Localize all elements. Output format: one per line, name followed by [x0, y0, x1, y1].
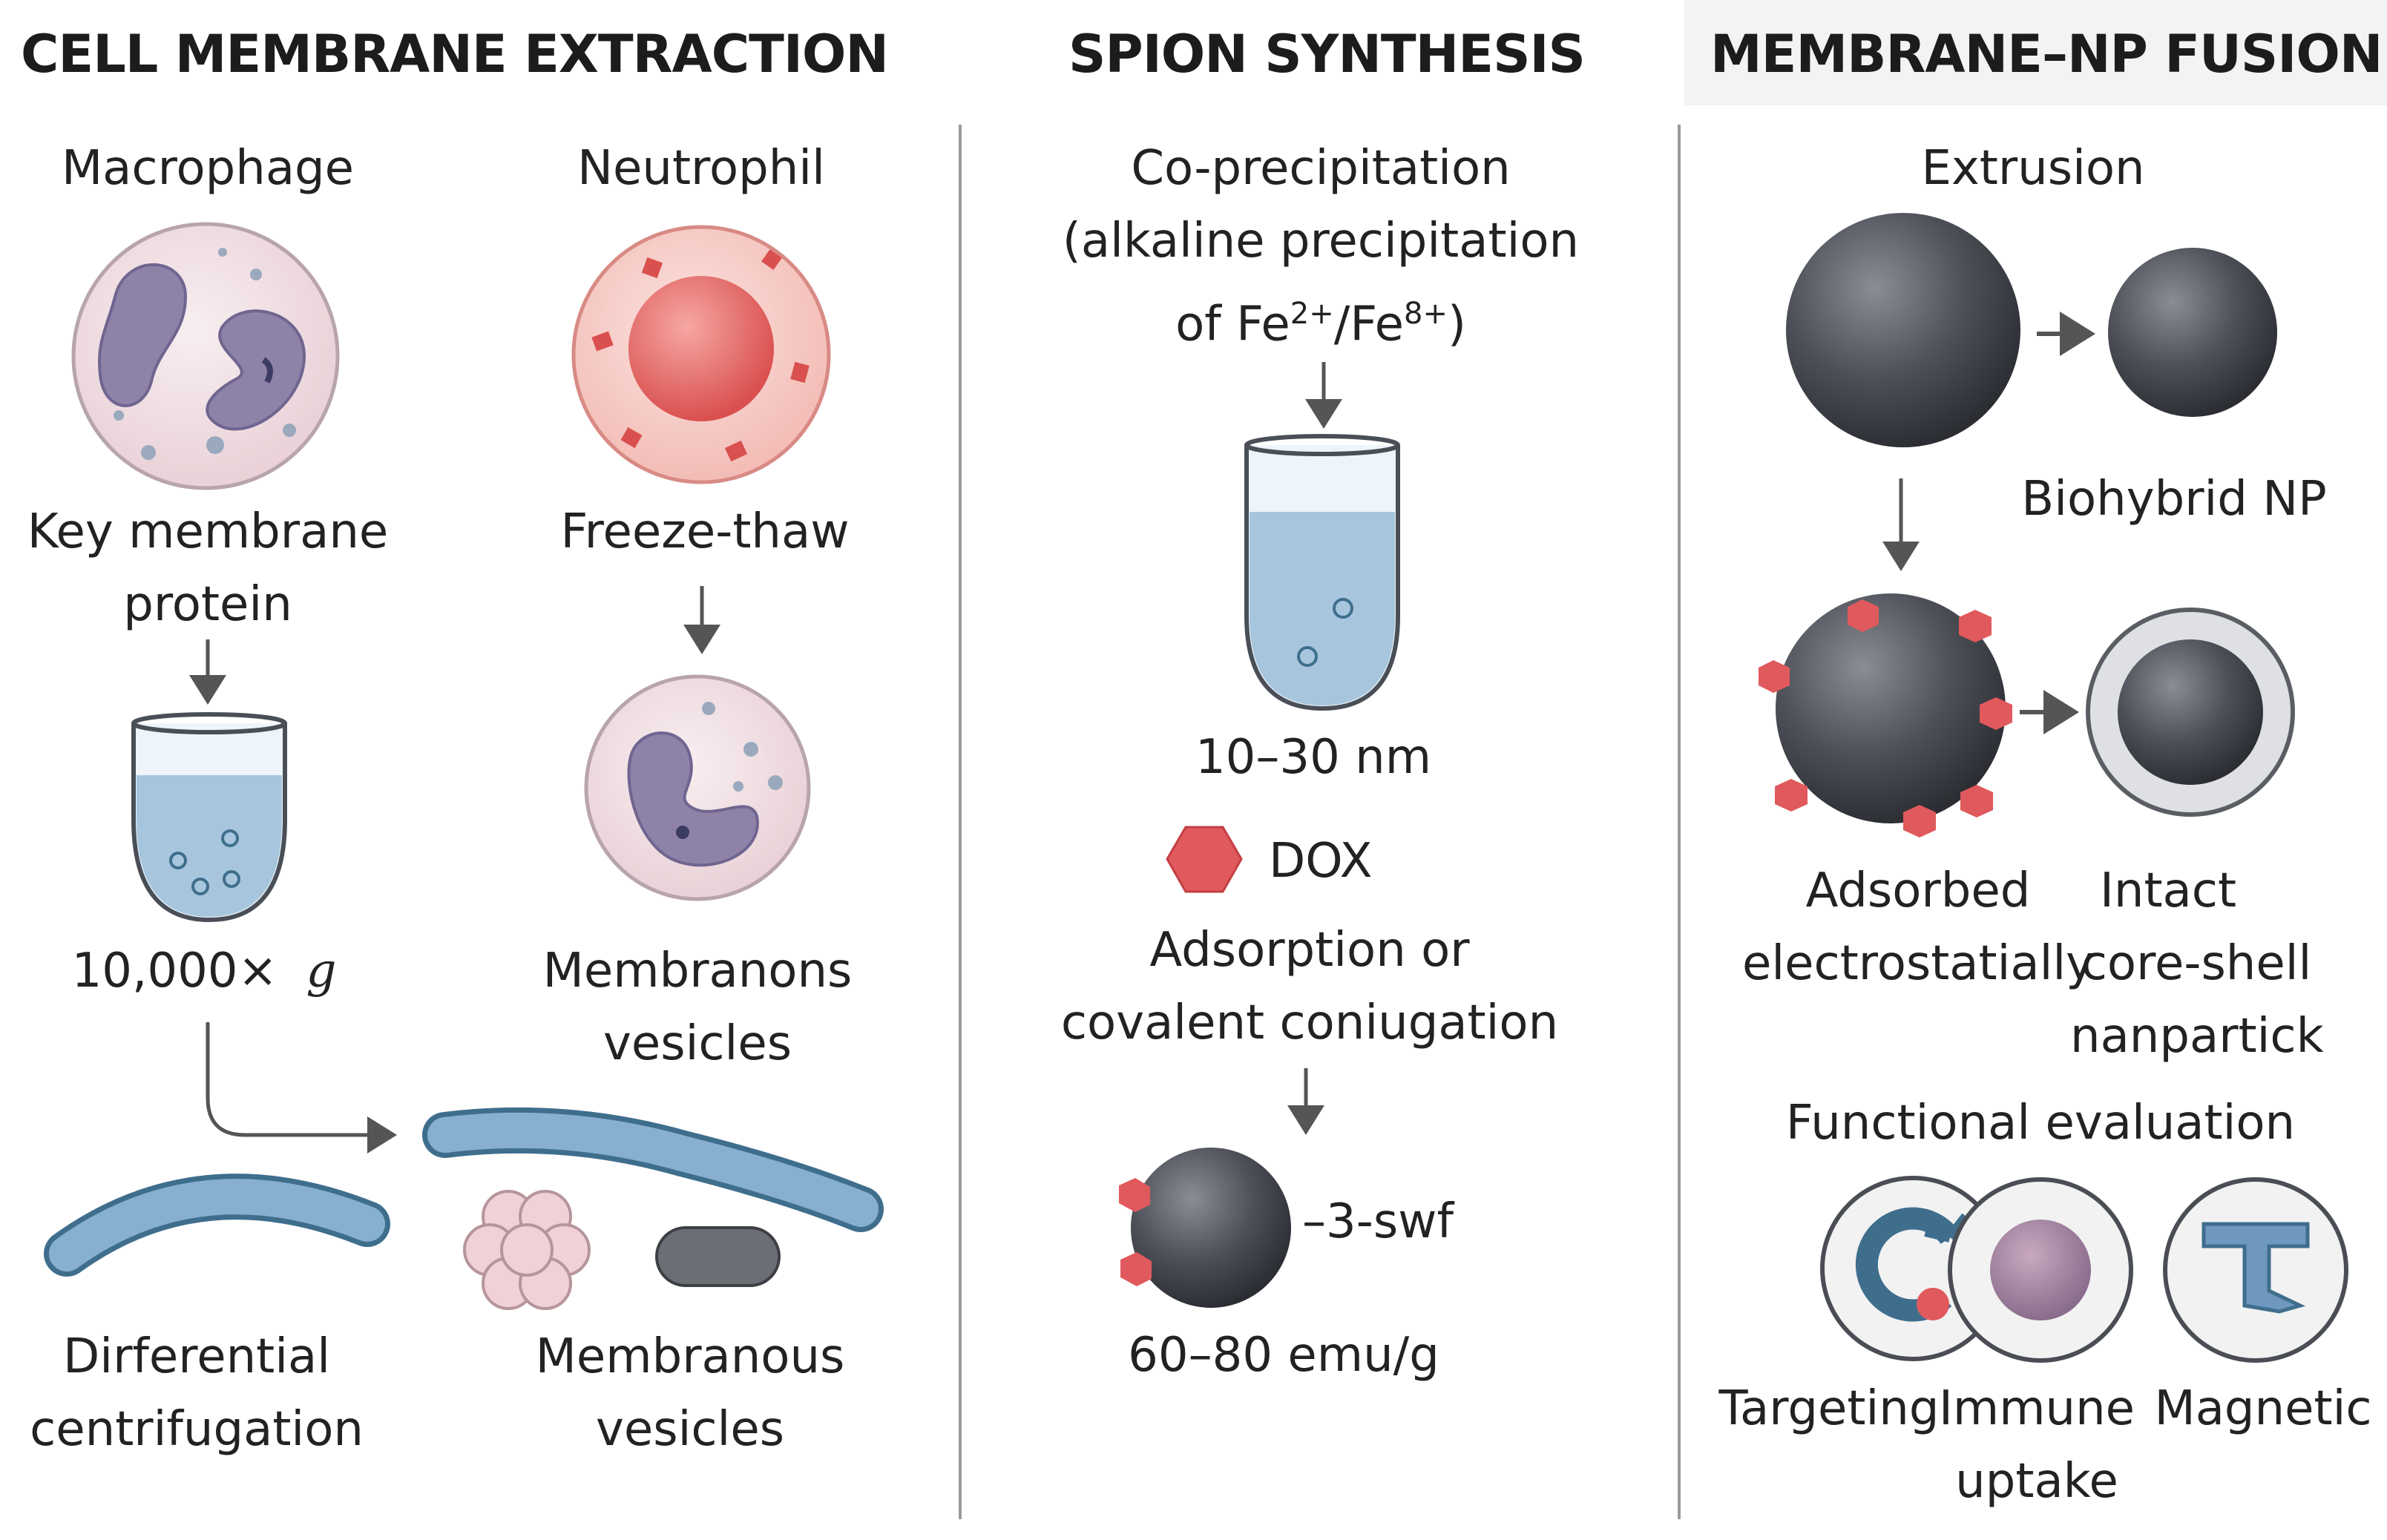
dox-hexagon-icon: [1166, 826, 1243, 893]
core-shell-icon: [2086, 608, 2295, 817]
key-membrane-label: Key membrane protein: [27, 504, 389, 632]
differential-label: Dirferential centrifugation: [30, 1329, 364, 1457]
synthesis-title: SPION SYNTHESIS: [1068, 24, 1586, 85]
dark-pill-icon: [655, 1226, 781, 1287]
membranons-label: Membranons vesicles: [542, 944, 853, 1071]
immune-icon: [1948, 1177, 2133, 1363]
test-tube-icon: [1244, 434, 1400, 711]
divider-right: [1678, 125, 1681, 1519]
gforce-label: 10,000× g: [71, 944, 337, 998]
fusion-title: MEMBRANE–NP FUSION: [1710, 24, 2383, 85]
cluster-icon: [463, 1190, 591, 1310]
neutrophil-label: Neutrophil: [577, 141, 825, 196]
immune-label: Immune uptake: [1938, 1381, 2135, 1509]
intact-label: Intact core-shell nanpartick: [2070, 863, 2324, 1064]
dox-label: DOX: [1269, 834, 1373, 889]
spion-sphere-icon: [1119, 1148, 1291, 1308]
sphere-icon: [1786, 213, 2020, 447]
size-label: 10–30 nm: [1195, 730, 1432, 785]
test-tube-icon: [131, 712, 287, 923]
fusion-title-bg: [1684, 0, 2387, 105]
emu-label: 60–80 emu/g: [1128, 1328, 1439, 1383]
magnet-icon: [2163, 1177, 2348, 1363]
magnetic-label: Magnetic: [2154, 1381, 2372, 1436]
adsorbed-label: Adsorbed electrostatially: [1741, 863, 2095, 991]
swf-label: –3-swf: [1302, 1194, 1454, 1249]
sphere-small-icon: [2108, 248, 2277, 417]
adsorbed-sphere-icon: [1759, 593, 2012, 838]
divider-left: [959, 125, 962, 1519]
neutrophil-cell-icon: [571, 225, 831, 484]
coprecipitation-label: Co-precipitation (alkaline precipitation…: [1062, 141, 1580, 352]
extrusion-label: Extrusion: [1921, 141, 2145, 196]
membranous-label: Membranous vesicles: [535, 1329, 845, 1457]
biohybrid-label: Biohybrid NP: [2021, 472, 2327, 527]
targeting-label: Targeting: [1718, 1381, 1940, 1436]
extraction-title: CELL MEMBRANE EXTRACTION: [21, 24, 889, 85]
adsorption-label: Adsorption or covalent coniugation: [1060, 923, 1559, 1050]
functional-evaluation-label: Functional evaluation: [1785, 1096, 2296, 1151]
vesicle-cell-icon: [584, 674, 811, 901]
macrophage-label: Macrophage: [61, 141, 355, 196]
freeze-thaw-label: Freeze-thaw: [560, 504, 850, 559]
macrophage-cell-icon: [71, 222, 340, 490]
